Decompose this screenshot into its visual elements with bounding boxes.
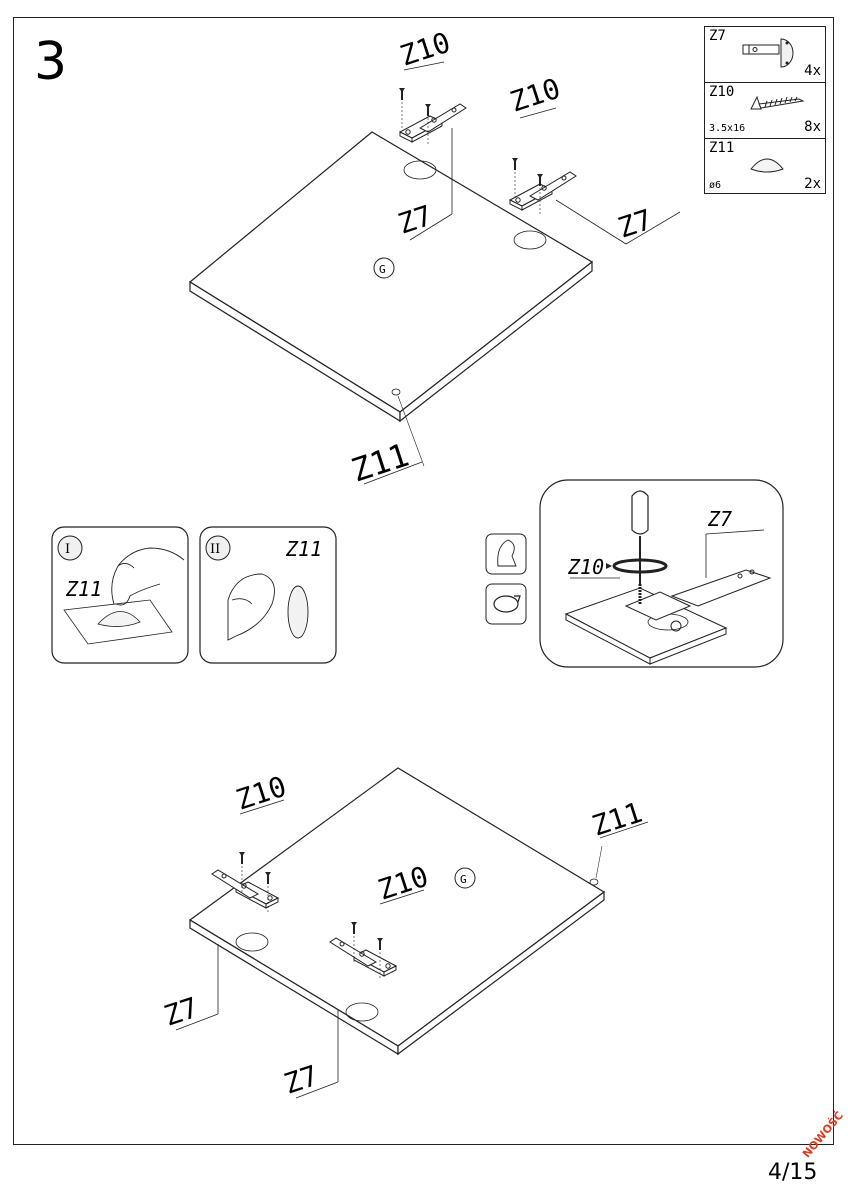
- part-qty: 2x: [804, 176, 821, 192]
- part-code: Z10: [709, 84, 735, 100]
- callout-z11: Z11: [588, 796, 646, 843]
- panel-marker-bottom: [454, 867, 476, 889]
- panel-top: [188, 131, 594, 467]
- detail-box-step-ii: [199, 526, 337, 664]
- detail-box-step-i: [51, 526, 189, 664]
- step-i-part: Z11: [65, 577, 102, 601]
- page-frame: [13, 17, 834, 1145]
- callout-z10: Z10: [396, 26, 454, 73]
- screw-icon: [750, 95, 805, 110]
- part-code: Z11: [709, 140, 735, 156]
- zoom-callout-z7: Z7: [707, 507, 732, 531]
- panel-bottom: [188, 767, 606, 1056]
- hand-icon: [485, 533, 527, 575]
- parts-legend: Z7 4x Z10 3.5x16 8x Z11 ø6 2x: [704, 26, 826, 194]
- callout-z10: Z10: [506, 72, 564, 119]
- part-row-z11: Z11 ø6 2x: [705, 139, 825, 195]
- page-number: 4/15: [768, 1160, 818, 1185]
- step-i-label: I: [65, 542, 70, 557]
- callout-z7: Z7: [280, 1059, 322, 1101]
- callout-z7: Z7: [614, 203, 656, 245]
- part-code: Z7: [709, 28, 726, 44]
- detail-box-screw-zoom: [539, 479, 784, 668]
- part-qty: 4x: [804, 63, 821, 79]
- part-dim: ø6: [709, 180, 722, 191]
- bumper-icon: [750, 158, 784, 173]
- step-ii-label: II: [210, 542, 220, 557]
- zoom-callout-z10: Z10: [567, 555, 604, 579]
- panel-letter: G: [460, 873, 467, 886]
- callout-z11: Z11: [347, 436, 414, 490]
- hinge-icon: [742, 38, 794, 68]
- step-ii-part: Z11: [285, 537, 322, 561]
- panel-letter: G: [379, 263, 386, 276]
- rotate-icon: [485, 583, 527, 625]
- part-row-z10: Z10 3.5x16 8x: [705, 83, 825, 139]
- panel-marker-top: [373, 257, 395, 279]
- part-qty: 8x: [804, 119, 821, 135]
- callout-z10: Z10: [232, 770, 290, 817]
- callout-z7: Z7: [160, 991, 202, 1033]
- part-row-z7: Z7 4x: [705, 27, 825, 83]
- part-dim: 3.5x16: [709, 123, 746, 134]
- step-number: 3: [34, 32, 68, 92]
